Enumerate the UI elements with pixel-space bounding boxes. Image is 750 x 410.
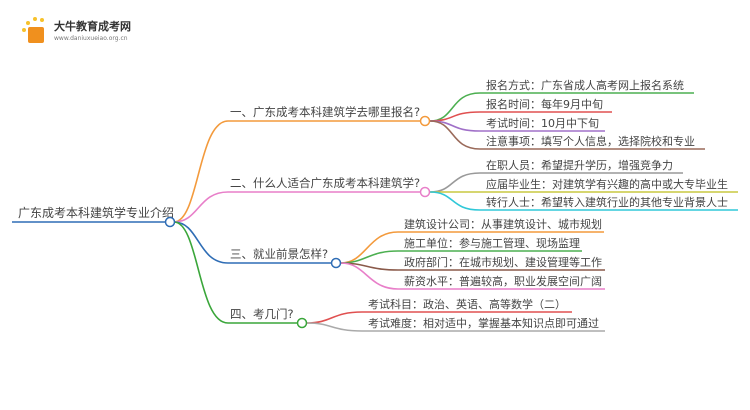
collapse-toggle[interactable] xyxy=(419,186,431,198)
collapse-toggle[interactable] xyxy=(330,257,342,269)
leaf-topic[interactable]: 考试科目：政治、英语、高等数学（二） xyxy=(368,297,566,311)
leaf-topic[interactable]: 在职人员：希望提升学历，增强竞争力 xyxy=(486,158,673,172)
leaf-connector xyxy=(429,120,705,150)
branch-3-topic[interactable]: 三、就业前景怎样? xyxy=(230,247,328,261)
logo-name: 大牛教育成考网 xyxy=(54,19,131,33)
leaf-connector xyxy=(340,231,604,264)
leaf-topic[interactable]: 薪资水平：普遍较高，职业发展空间广阔 xyxy=(404,274,602,288)
root-topic[interactable]: 广东成考本科建筑学专业介绍 xyxy=(18,205,174,220)
logo: 大牛教育成考网 www.daniuxueiao.org.cn xyxy=(22,17,131,43)
leaf-topic[interactable]: 应届毕业生：对建筑学有兴趣的高中或大专毕业生 xyxy=(486,177,728,191)
logo-url: www.daniuxueiao.org.cn xyxy=(54,35,128,42)
leaf-connector xyxy=(340,262,605,290)
collapse-toggle[interactable] xyxy=(419,115,431,127)
root-collapse-toggle[interactable] xyxy=(164,216,176,228)
branch-4-topic[interactable]: 四、考几门? xyxy=(230,307,294,321)
leaf-topic[interactable]: 转行人士：希望转入建筑行业的其他专业背景人士 xyxy=(486,195,728,209)
book-icon xyxy=(28,27,44,43)
leaf-topic[interactable]: 政府部门：在城市规划、建设管理等工作 xyxy=(404,255,602,269)
branch-1-topic[interactable]: 一、广东成考本科建筑学去哪里报名? xyxy=(230,105,420,119)
leaf-connector xyxy=(306,322,605,332)
leaf-topic[interactable]: 施工单位：参与施工管理、现场监理 xyxy=(404,236,580,250)
branch-connector xyxy=(173,120,420,223)
leaf-topic[interactable]: 建筑设计公司：从事建筑设计、城市规划 xyxy=(404,217,602,231)
branch-connector xyxy=(173,221,331,264)
branch-2-topic[interactable]: 二、什么人适合广东成考本科建筑学? xyxy=(230,176,420,190)
leaf-topic[interactable]: 报名时间：每年9月中旬 xyxy=(486,97,603,111)
collapse-toggle[interactable] xyxy=(296,317,308,329)
branch-connector xyxy=(173,221,297,324)
branch-connector xyxy=(173,191,420,223)
leaf-topic[interactable]: 考试难度：相对适中，掌握基本知识点即可通过 xyxy=(368,316,599,330)
leaf-topic[interactable]: 考试时间：10月中下旬 xyxy=(486,117,599,130)
leaf-topic[interactable]: 报名方式：广东省成人高考网上报名系统 xyxy=(486,78,684,92)
leaf-connector xyxy=(429,191,738,211)
leaf-topic[interactable]: 注意事项：填写个人信息，选择院校和专业 xyxy=(486,134,695,148)
